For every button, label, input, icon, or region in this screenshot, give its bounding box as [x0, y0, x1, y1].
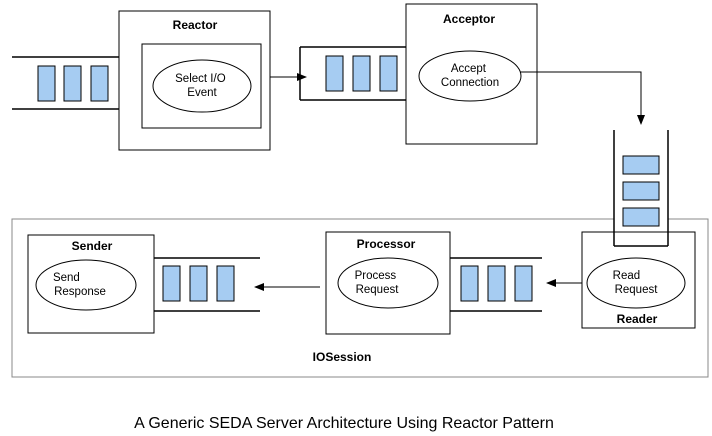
reactor-stage: Reactor Select I/O Event — [118, 10, 271, 151]
queue-slot — [379, 55, 398, 92]
queue-slot — [622, 181, 660, 201]
queue-slot — [325, 55, 344, 92]
queue-slot — [622, 155, 660, 175]
queue-slot — [37, 65, 56, 102]
queue-slot — [487, 265, 506, 302]
reader-queue — [613, 130, 669, 247]
reader-title: Reader — [617, 312, 658, 326]
acceptor-queue — [299, 46, 407, 101]
reader-stage: Read Request Reader — [581, 231, 696, 329]
input-queue — [12, 56, 128, 110]
queue-slot — [216, 265, 235, 302]
processor-stage: Processor Process Request — [325, 231, 451, 335]
processor-queue — [441, 257, 542, 312]
process-request-node — [337, 257, 439, 309]
queue-slot — [162, 265, 181, 302]
accept-connection-label: Accept Connection — [441, 63, 499, 89]
reactor-title: Reactor — [173, 18, 218, 32]
iosession-container — [11, 218, 709, 378]
diagram-caption: A Generic SEDA Server Architecture Using… — [134, 415, 554, 432]
send-response-node — [35, 259, 137, 311]
queue-slot — [622, 207, 660, 227]
process-request-label: Process Request — [355, 270, 400, 296]
queue-slot — [189, 265, 208, 302]
select-io-event-node — [152, 59, 252, 113]
queue-slot — [352, 55, 371, 92]
send-response-label: Send Response — [53, 272, 106, 298]
processor-title: Processor — [357, 237, 416, 251]
sender-title: Sender — [72, 239, 113, 253]
select-io-event-label: Select I/O Event — [175, 73, 229, 99]
sender-queue — [145, 257, 260, 312]
arrow-acceptor-to-queue — [520, 71, 645, 125]
queue-slot — [514, 265, 533, 302]
acceptor-stage: Acceptor Accept Connection — [405, 3, 538, 145]
read-request-node — [586, 257, 686, 309]
queue-slot — [90, 65, 109, 102]
read-request-label: Read Request — [613, 270, 659, 296]
iosession-title: IOSession — [313, 350, 372, 364]
accept-connection-node — [418, 50, 522, 102]
acceptor-title: Acceptor — [443, 12, 495, 26]
sender-stage: Sender Send Response — [27, 234, 155, 334]
queue-slot — [63, 65, 82, 102]
queue-slot — [460, 265, 479, 302]
